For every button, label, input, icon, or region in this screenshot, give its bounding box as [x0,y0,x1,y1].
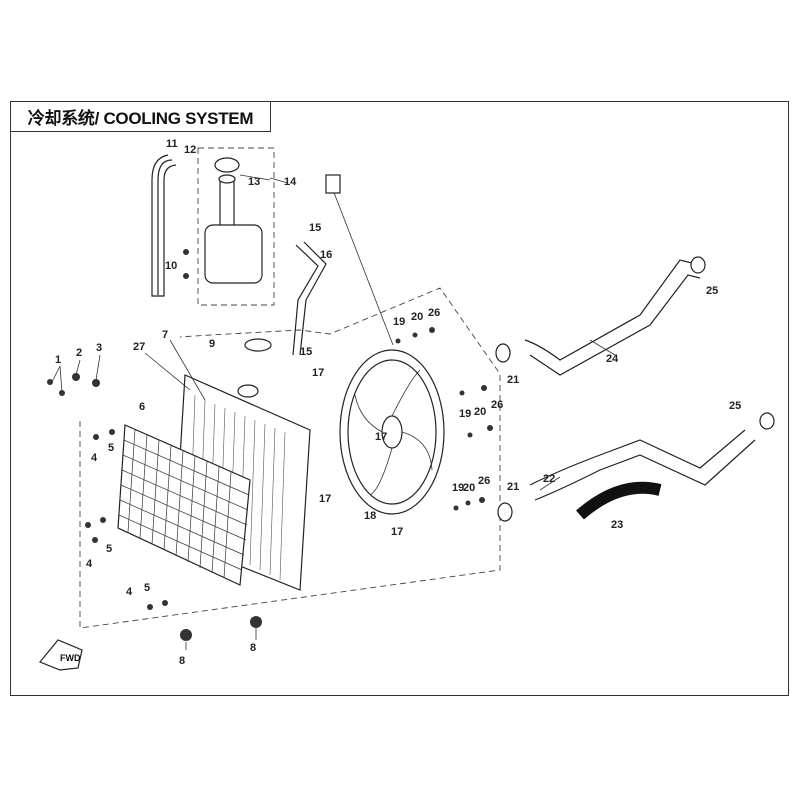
callout: 20 [474,406,486,418]
callout: 23 [611,519,623,531]
fan-wire [332,189,394,346]
callout: 19 [459,408,471,420]
lower-hose [529,429,756,501]
callout: 15 [300,346,312,358]
callout: 19 [452,482,464,494]
fwd-label: FWD [60,653,81,663]
hose-clamp [497,502,513,522]
callout: 14 [284,176,297,188]
callout: 21 [507,481,519,493]
callout: 17 [375,431,387,443]
callout-labels: 11 12 13 14 15 16 10 9 15 17 19 20 26 7 … [55,138,741,667]
reservoir-group-outline [197,147,275,306]
leader-lines [51,174,616,650]
callout: 24 [606,353,619,365]
overflow-hose [157,159,173,295]
callout: 6 [139,401,145,413]
overflow-hose-outline [151,154,177,297]
callout: 5 [106,543,112,555]
callout: 22 [543,473,555,485]
radiator-screen [117,424,251,586]
hose-clamp [690,256,706,274]
coolant-reservoir [204,157,263,284]
hose-clamp [759,412,775,430]
fan-connector [325,174,341,194]
forward-arrow: FWD [39,639,83,671]
callout: 8 [179,655,185,667]
callout: 10 [165,260,177,272]
fasteners [47,249,493,641]
diagram-frame [10,101,789,696]
radiator-group-outline [79,287,501,629]
callout: 5 [144,582,150,594]
callout: 8 [250,642,256,654]
callout: 11 [166,138,178,150]
callout: 4 [86,558,93,570]
callout: 25 [706,285,718,297]
callout: 4 [91,452,98,464]
callout: 16 [320,249,332,261]
callout: 26 [478,475,490,487]
cooling-fan [339,349,445,515]
callout: 17 [319,493,331,505]
callout: 18 [364,510,376,522]
callout: 27 [133,341,145,353]
callout: 20 [463,482,475,494]
hose-clamp [495,343,511,363]
callout: 9 [209,338,215,350]
callout: 1 [55,354,61,366]
hose-sleeve [576,481,662,520]
callout: 17 [391,526,403,538]
callout: 5 [108,442,114,454]
callout: 7 [162,329,168,341]
callout: 13 [248,176,260,188]
callout: 26 [428,307,440,319]
upper-hose [524,259,701,376]
radiator-cap [244,338,272,352]
callout: 4 [126,586,133,598]
callout: 17 [312,367,324,379]
callout: 2 [76,347,82,359]
reservoir-hose [292,241,327,356]
callout: 15 [309,222,321,234]
callout: 20 [411,311,423,323]
callout: 12 [184,144,196,156]
callout: 21 [507,374,519,386]
callout: 3 [96,342,102,354]
page-title: 冷却系统/ COOLING SYSTEM [10,101,271,132]
callout: 19 [393,316,405,328]
callout: 25 [729,400,741,412]
callout: 26 [491,399,503,411]
